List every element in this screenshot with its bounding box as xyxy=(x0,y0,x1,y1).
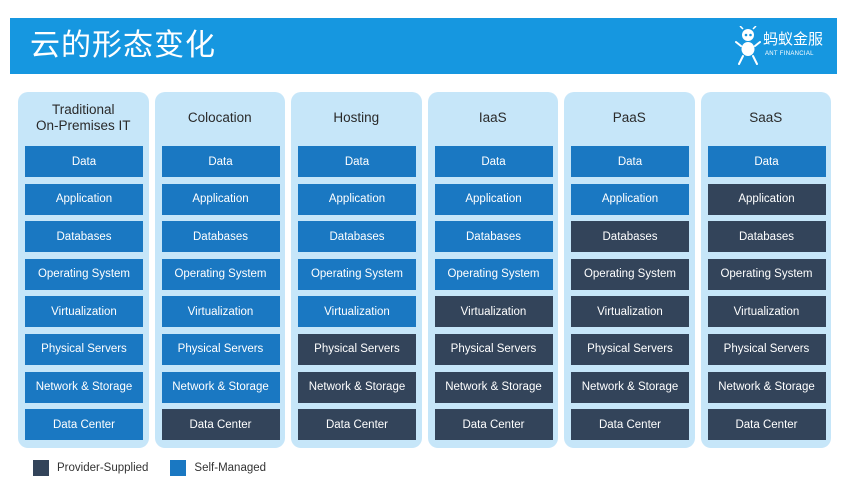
layer-databases: Databases xyxy=(571,221,689,253)
layer-network-storage: Network & Storage xyxy=(571,371,689,403)
provider-swatch xyxy=(33,460,49,476)
layer-application: Application xyxy=(298,183,416,215)
layer-network-storage: Network & Storage xyxy=(25,371,143,403)
ant-financial-logo: 蚂蚁金服 ANT FINANCIAL xyxy=(735,24,827,68)
layer-data-center: Data Center xyxy=(161,409,280,441)
layer-operating-system: Operating System xyxy=(571,258,689,290)
legend-provider: Provider-Supplied xyxy=(33,460,148,476)
layer-virtualization: Virtualization xyxy=(707,296,826,328)
logo-english-text: ANT FINANCIAL xyxy=(765,51,814,57)
legend: Provider-Supplied Self-Managed xyxy=(33,459,288,477)
layer-data-center: Data Center xyxy=(571,409,689,441)
layer-physical-servers: Physical Servers xyxy=(707,333,826,365)
layer-data: Data xyxy=(25,146,143,177)
layer-operating-system: Operating System xyxy=(434,258,553,290)
layer-data: Data xyxy=(571,146,689,177)
layer-data: Data xyxy=(707,146,826,177)
layer-virtualization: Virtualization xyxy=(298,296,416,328)
layer-operating-system: Operating System xyxy=(298,258,416,290)
layer-data: Data xyxy=(298,146,416,177)
layer-data: Data xyxy=(434,146,553,177)
legend-self-label: Self-Managed xyxy=(194,462,267,474)
layer-operating-system: Operating System xyxy=(25,258,143,290)
column-title: Traditional On-Premises IT xyxy=(35,102,131,133)
legend-provider-label: Provider-Supplied xyxy=(57,462,149,474)
layer-virtualization: Virtualization xyxy=(571,296,689,328)
layer-application: Application xyxy=(25,183,143,215)
layer-operating-system: Operating System xyxy=(161,258,280,290)
layer-databases: Databases xyxy=(707,221,826,253)
layer-data: Data xyxy=(161,146,280,177)
layer-application: Application xyxy=(434,183,553,215)
layer-data-center: Data Center xyxy=(25,409,143,441)
logo-chinese-text: 蚂蚁金服 xyxy=(763,30,824,48)
column-title: Hosting xyxy=(333,110,380,125)
layer-application: Application xyxy=(707,183,826,215)
layer-databases: Databases xyxy=(161,221,280,253)
column-title: Colocation xyxy=(187,110,252,125)
column-title: SaaS xyxy=(749,110,783,125)
layer-physical-servers: Physical Servers xyxy=(571,333,689,365)
layer-databases: Databases xyxy=(298,221,416,253)
layer-network-storage: Network & Storage xyxy=(707,371,826,403)
layer-virtualization: Virtualization xyxy=(25,296,143,328)
layer-network-storage: Network & Storage xyxy=(298,371,416,403)
layer-data-center: Data Center xyxy=(434,409,553,441)
layer-data-center: Data Center xyxy=(298,409,416,441)
layer-databases: Databases xyxy=(434,221,553,253)
layer-network-storage: Network & Storage xyxy=(434,371,553,403)
layer-data-center: Data Center xyxy=(707,409,826,441)
layer-operating-system: Operating System xyxy=(707,258,826,290)
layer-databases: Databases xyxy=(25,221,143,253)
layer-application: Application xyxy=(571,183,689,215)
layer-application: Application xyxy=(161,183,280,215)
page-title: 云的形态变化 xyxy=(30,28,216,63)
column-title: IaaS xyxy=(478,110,507,125)
self-swatch xyxy=(170,460,187,476)
legend-self: Self-Managed xyxy=(170,460,266,476)
layer-physical-servers: Physical Servers xyxy=(298,333,416,365)
ant-mascot-icon xyxy=(735,26,761,65)
layer-physical-servers: Physical Servers xyxy=(25,333,143,365)
column-title: PaaS xyxy=(612,110,646,125)
layer-virtualization: Virtualization xyxy=(434,296,553,328)
header-banner: 云的形态变化 蚂蚁金服 ANT FINANCIAL xyxy=(10,18,837,74)
layer-virtualization: Virtualization xyxy=(161,296,280,328)
layer-physical-servers: Physical Servers xyxy=(434,333,553,365)
layer-network-storage: Network & Storage xyxy=(161,371,280,403)
layer-physical-servers: Physical Servers xyxy=(161,333,280,365)
